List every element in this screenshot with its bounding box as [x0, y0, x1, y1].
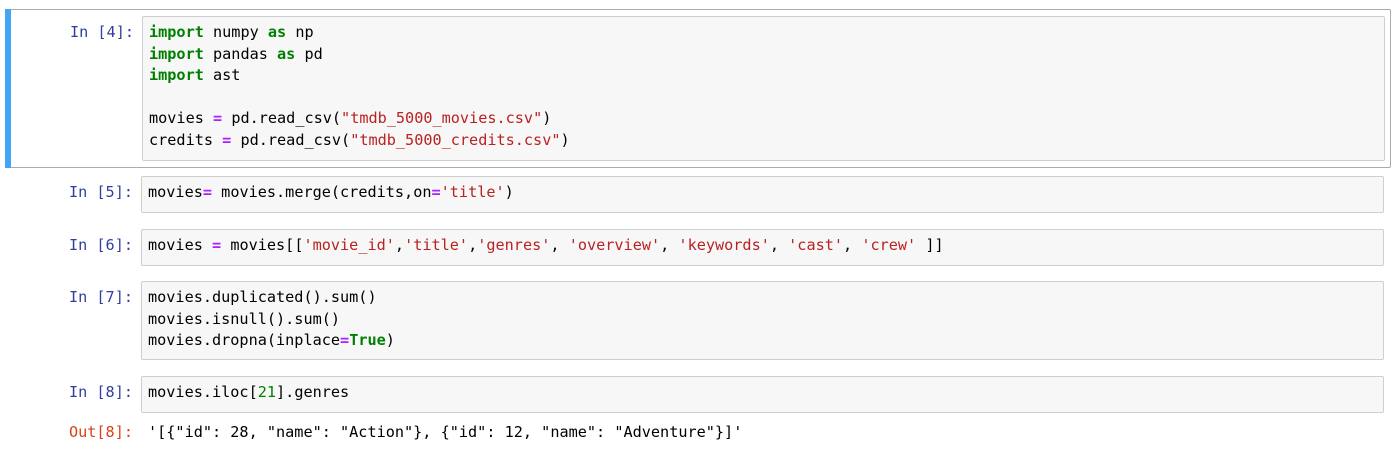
input-prompt: In [6]:: [68, 236, 133, 254]
code-input[interactable]: movies.duplicated().sum() movies.isnull()…: [141, 281, 1384, 360]
code-input[interactable]: movies= movies.merge(credits,on='title'): [141, 176, 1384, 213]
code-line: movies = movies[['movie_id','title','gen…: [148, 235, 1377, 257]
code-token: movies.isnull().sum(): [148, 309, 341, 328]
code-line: [149, 87, 1378, 109]
code-cell-7[interactable]: In [7]: movies.duplicated().sum()movies.…: [5, 281, 1391, 360]
code-token: ,: [660, 236, 679, 254]
code-token: credits: [149, 130, 223, 149]
code-line: movies.duplicated().sum(): [148, 287, 1377, 309]
code-token: =: [222, 130, 232, 149]
code-token: 'genres': [477, 236, 551, 254]
code-token: 'title': [404, 236, 469, 254]
code-token: True: [349, 331, 386, 349]
code-token: numpy: [203, 23, 268, 41]
code-cell-6[interactable]: In [6]: movies = movies[['movie_id','tit…: [5, 229, 1391, 266]
code-token: =: [340, 331, 350, 349]
selected-cell-indicator: [5, 9, 11, 168]
code-token: 'crew': [861, 236, 917, 254]
input-prompt: In [4]:: [69, 23, 134, 41]
code-token: movies[[: [221, 236, 304, 254]
code-token: pandas: [203, 44, 278, 63]
code-token: ): [385, 331, 395, 349]
code-token: =: [202, 183, 213, 201]
code-token: ,: [769, 236, 789, 254]
code-line: import pandas as pd: [149, 44, 1378, 66]
code-token: movies.merge(credits,on: [212, 183, 432, 201]
code-token: movies.dropna(inplace: [148, 331, 341, 349]
code-token: =: [212, 236, 222, 254]
code-cell-5[interactable]: In [5]: movies= movies.merge(credits,on=…: [5, 176, 1391, 213]
code-editor[interactable]: movies = movies[['movie_id','title','gen…: [148, 235, 1377, 257]
code-token: ast: [203, 66, 241, 84]
code-token: movies: [149, 109, 214, 127]
input-prompt: In [5]:: [68, 183, 133, 201]
code-token: =: [431, 183, 441, 201]
code-token: ): [560, 130, 570, 149]
code-token: ]]: [916, 236, 944, 254]
code-token: 'movie_id': [303, 236, 395, 254]
output-prompt: Out[8]:: [68, 423, 133, 441]
code-token: ): [542, 109, 552, 127]
code-token: 21: [257, 383, 277, 401]
code-token: ].genres: [276, 383, 350, 401]
code-token: import: [149, 44, 204, 63]
code-line: movies = pd.read_csv("tmdb_5000_movies.c…: [149, 108, 1378, 130]
code-token: =: [213, 109, 223, 127]
code-token: 'cast': [788, 236, 844, 254]
code-input[interactable]: movies.iloc[21].genres: [141, 376, 1384, 413]
code-token: 'keywords': [678, 236, 770, 254]
cell-output: '[{"id": 28, "name": "Action"}, {"id": 1…: [148, 423, 743, 441]
code-token: "tmdb_5000_credits.csv": [350, 130, 561, 149]
code-token: import: [149, 23, 204, 41]
code-line: movies.iloc[21].genres: [148, 382, 1377, 404]
code-editor[interactable]: movies.duplicated().sum() movies.isnull()…: [148, 287, 1377, 352]
code-line: import numpy as np: [149, 22, 1378, 44]
code-token: ,: [550, 236, 569, 254]
code-token: "tmdb_5000_movies.csv": [341, 109, 543, 127]
code-line: movies= movies.merge(credits,on='title'): [148, 182, 1377, 204]
code-cell-8[interactable]: In [8]: movies.iloc[21].genres Out[8]: '…: [5, 376, 1391, 448]
code-token: movies.duplicated().sum(): [148, 288, 377, 306]
code-token: ,: [394, 236, 405, 254]
code-token: movies: [148, 183, 203, 201]
code-token: as: [277, 44, 296, 63]
code-token: ): [504, 183, 514, 201]
code-token: ,: [843, 236, 862, 254]
input-prompt: In [8]:: [68, 383, 133, 401]
code-line: import ast: [149, 65, 1378, 87]
code-line: movies.isnull().sum(): [148, 309, 1377, 331]
code-token: pd.read_csv(: [222, 109, 342, 127]
code-token: movies: [148, 236, 213, 254]
code-token: movies.iloc[: [148, 383, 258, 401]
code-editor[interactable]: movies.iloc[21].genres: [148, 382, 1377, 404]
code-token: 'overview': [568, 236, 661, 254]
code-editor[interactable]: movies= movies.merge(credits,on='title'): [148, 182, 1377, 204]
code-line: credits = pd.read_csv("tmdb_5000_credits…: [149, 130, 1378, 152]
code-token: 'title': [440, 183, 505, 201]
code-line: movies.dropna(inplace=True): [148, 330, 1377, 352]
code-token: import: [149, 66, 204, 84]
input-prompt: In [7]:: [68, 288, 133, 306]
code-token: pd.read_csv(: [231, 130, 351, 149]
code-input[interactable]: movies = movies[['movie_id','title','gen…: [141, 229, 1384, 266]
code-token: ,: [468, 236, 478, 254]
code-token: as: [267, 23, 287, 41]
code-token: pd: [295, 44, 323, 63]
code-token: np: [286, 23, 314, 41]
